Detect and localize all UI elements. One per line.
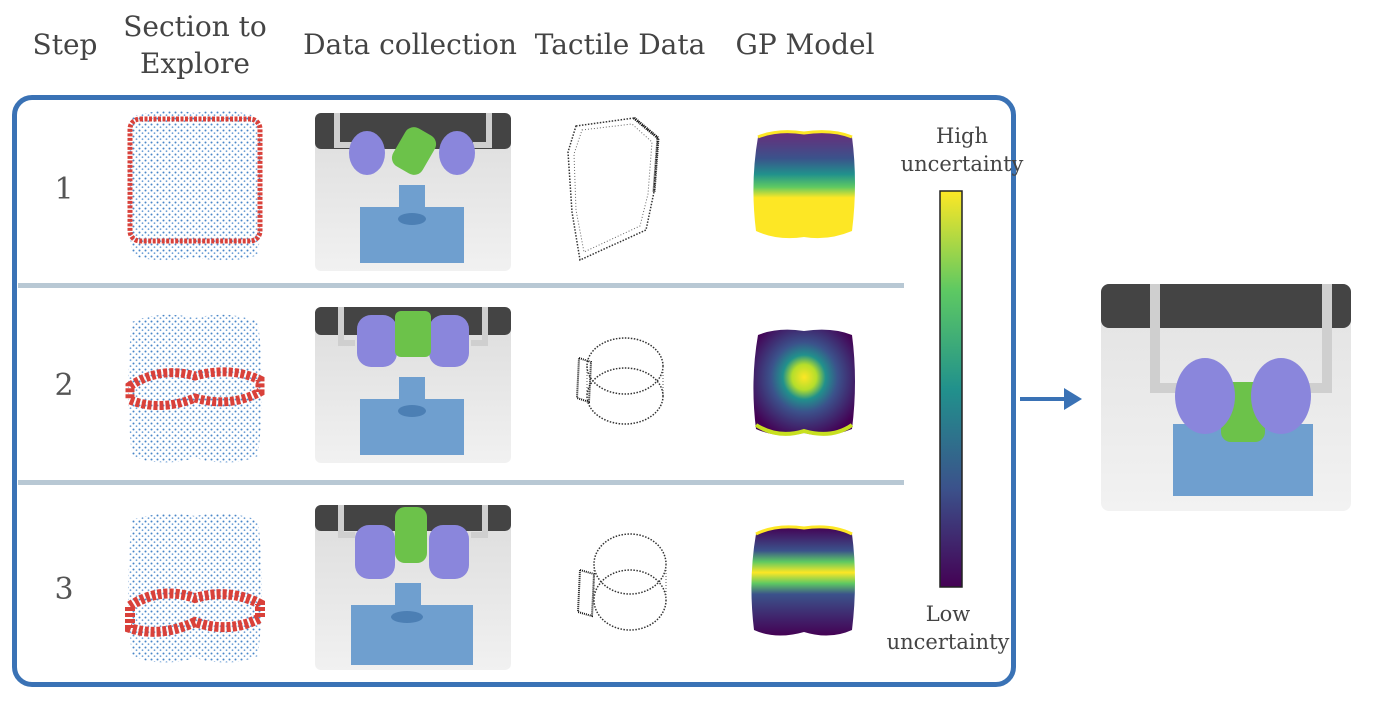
header-tactile-data: Tactile Data [534,28,706,61]
colorbar-high-label: High uncertainty [900,124,1024,176]
data-collection-scene-step-3 [315,505,511,670]
gp-model-step-2 [753,329,855,436]
gp-model-step-1 [753,130,855,239]
step-number: 3 [54,572,74,607]
right-arrow-icon [1020,388,1082,410]
point-cloud-step-1 [127,110,263,261]
data-collection-scene-step-1 [315,113,511,271]
point-cloud-step-3 [125,513,265,663]
header-data-collection: Data collection [303,28,517,61]
header-gp-model: GP Model [735,28,875,61]
header-step: Step [32,28,98,61]
uncertainty-colorbar [939,190,963,588]
final-assembly-scene [1101,284,1351,511]
tactile-data-step-3 [576,533,667,631]
tactile-data-step-1 [567,116,660,262]
colorbar-low-label: Low uncertainty [886,602,1010,654]
tactile-data-step-2 [575,337,664,425]
step-number: 1 [54,172,74,207]
data-collection-scene-step-2 [315,307,511,463]
header-section-to-explore: Section to Explore [123,10,267,80]
row-separator [18,480,904,485]
row-separator [18,283,904,288]
point-cloud-step-2 [125,314,265,463]
step-number: 2 [54,368,74,403]
steps-panel [12,95,1016,687]
gp-model-step-3 [751,525,855,636]
